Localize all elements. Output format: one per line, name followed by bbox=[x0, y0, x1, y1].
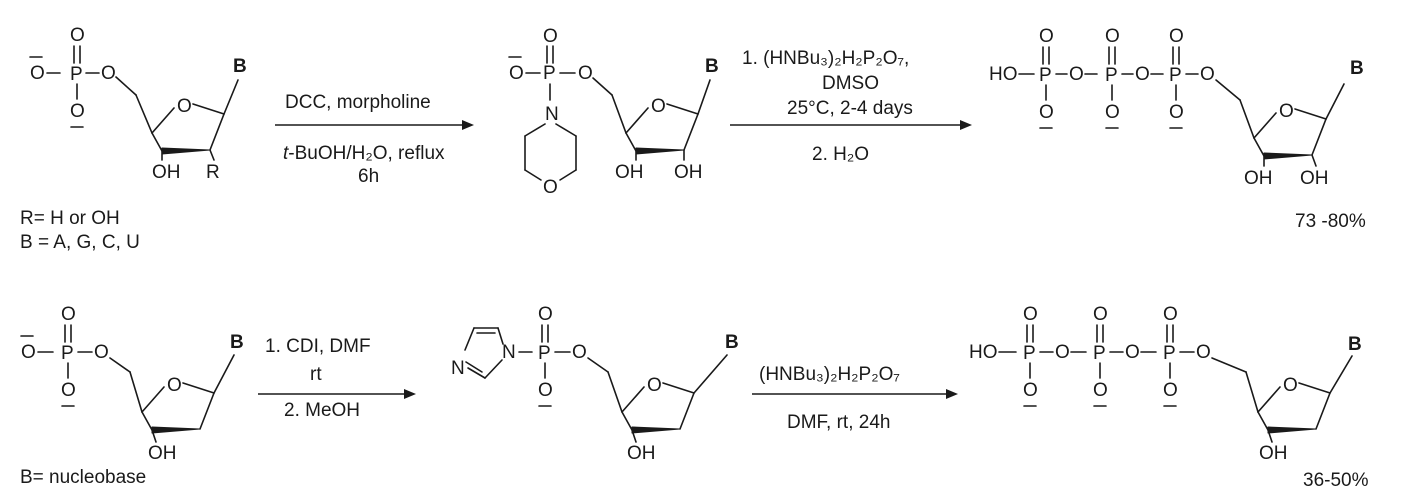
terminal-hydroxyl-label: HO bbox=[989, 64, 1018, 85]
step2-reagent: (HNBu₃)₂H₂P₂O₇ bbox=[759, 364, 900, 385]
step2-conditions: DMF, rt, 24h bbox=[787, 412, 890, 433]
step2-workup: 2. H₂O bbox=[812, 144, 869, 165]
svg-text:t-BuOH/H₂O, reflux: t-BuOH/H₂O, reflux bbox=[283, 143, 445, 164]
hydroxyl-label: OH bbox=[627, 443, 656, 464]
step2-reagent-1: 1. (HNBu₃)₂H₂P₂O₇, bbox=[742, 48, 909, 69]
svg-text:O: O bbox=[1200, 64, 1215, 85]
base-definition: B= nucleobase bbox=[20, 467, 146, 488]
row1-product-triphosphate: HO O O O O B OH OH bbox=[989, 25, 1364, 189]
morpholine-n-label: N bbox=[545, 104, 559, 125]
solvent-italic-t: t bbox=[283, 143, 289, 164]
base-label: B bbox=[1348, 334, 1362, 355]
svg-text:O: O bbox=[578, 63, 593, 84]
svg-text:O: O bbox=[1279, 101, 1294, 122]
imidazole-n3-label: N bbox=[451, 358, 465, 379]
step2-conditions: 25°C, 2-4 days bbox=[787, 98, 913, 119]
row1-yield: 73 -80% bbox=[1295, 211, 1366, 232]
row2-step1-arrow: 1. CDI, DMF rt 2. MeOH bbox=[258, 336, 416, 421]
svg-text:O: O bbox=[101, 63, 116, 84]
morpholine-o-label: O bbox=[543, 177, 558, 198]
hydroxyl-label: OH bbox=[615, 162, 644, 183]
hydroxyl-label: OH bbox=[148, 443, 177, 464]
terminal-hydroxyl-label: HO bbox=[969, 342, 998, 363]
row2-yield: 36-50% bbox=[1303, 470, 1369, 491]
r-substituent-label: R bbox=[206, 162, 220, 183]
row1-reactant-monophosphate: O O O B OH R bbox=[29, 24, 247, 183]
base-label: B bbox=[725, 332, 739, 353]
row2-product-triphosphate: HO O O O O B OH bbox=[969, 303, 1362, 464]
svg-text:O: O bbox=[177, 96, 192, 117]
step1-reagents: DCC, morpholine bbox=[285, 92, 431, 113]
svg-text:O: O bbox=[572, 342, 587, 363]
svg-text:P: P bbox=[543, 63, 556, 84]
hydroxyl-label: OH bbox=[1244, 168, 1273, 189]
svg-text:O: O bbox=[1196, 342, 1211, 363]
svg-text:O: O bbox=[1055, 342, 1070, 363]
step1-temperature: rt bbox=[310, 364, 322, 385]
svg-text:O: O bbox=[21, 342, 36, 363]
svg-text:N: N bbox=[502, 342, 516, 363]
base-label: B bbox=[233, 56, 247, 77]
svg-text:O: O bbox=[647, 375, 662, 396]
step1-time: 6h bbox=[358, 166, 379, 187]
svg-text:O: O bbox=[167, 375, 182, 396]
svg-text:O: O bbox=[1069, 64, 1084, 85]
row1-step1-arrow: DCC, morpholine t-BuOH/H₂O, reflux 6h bbox=[275, 92, 474, 187]
base-label: B bbox=[1350, 58, 1364, 79]
svg-text:O: O bbox=[30, 63, 45, 84]
row1-intermediate-morpholidate: O P O O N O O B OH OH bbox=[508, 26, 719, 198]
row2-intermediate-imidazolide: N N O O B OH bbox=[451, 303, 739, 464]
step2-solvent: DMSO bbox=[822, 73, 879, 94]
hydroxyl-label: OH bbox=[1259, 443, 1288, 464]
row2-reactant-monophosphate: O O O B OH bbox=[20, 303, 244, 464]
svg-text:O: O bbox=[543, 26, 558, 47]
step1-quench: 2. MeOH bbox=[284, 400, 360, 421]
svg-text:O: O bbox=[1135, 64, 1150, 85]
step1-reagents: 1. CDI, DMF bbox=[265, 336, 371, 357]
step1-solvent: -BuOH/H₂O, reflux bbox=[288, 143, 445, 164]
svg-text:O: O bbox=[94, 342, 109, 363]
r-definition: R= H or OH bbox=[20, 208, 120, 229]
hydroxyl-label: OH bbox=[1300, 168, 1329, 189]
hydroxyl-label: OH bbox=[674, 162, 703, 183]
row1-step2-arrow: 1. (HNBu₃)₂H₂P₂O₇, DMSO 25°C, 2-4 days 2… bbox=[730, 48, 972, 165]
row2-step2-arrow: (HNBu₃)₂H₂P₂O₇ DMF, rt, 24h bbox=[752, 364, 958, 433]
base-label: B bbox=[705, 56, 719, 77]
base-label: B bbox=[230, 332, 244, 353]
svg-text:O: O bbox=[1125, 342, 1140, 363]
svg-text:O: O bbox=[1283, 375, 1298, 396]
hydroxyl-label: OH bbox=[152, 162, 181, 183]
base-definition: B = A, G, C, U bbox=[20, 232, 140, 253]
svg-text:O: O bbox=[651, 96, 666, 117]
svg-text:O: O bbox=[509, 63, 524, 84]
